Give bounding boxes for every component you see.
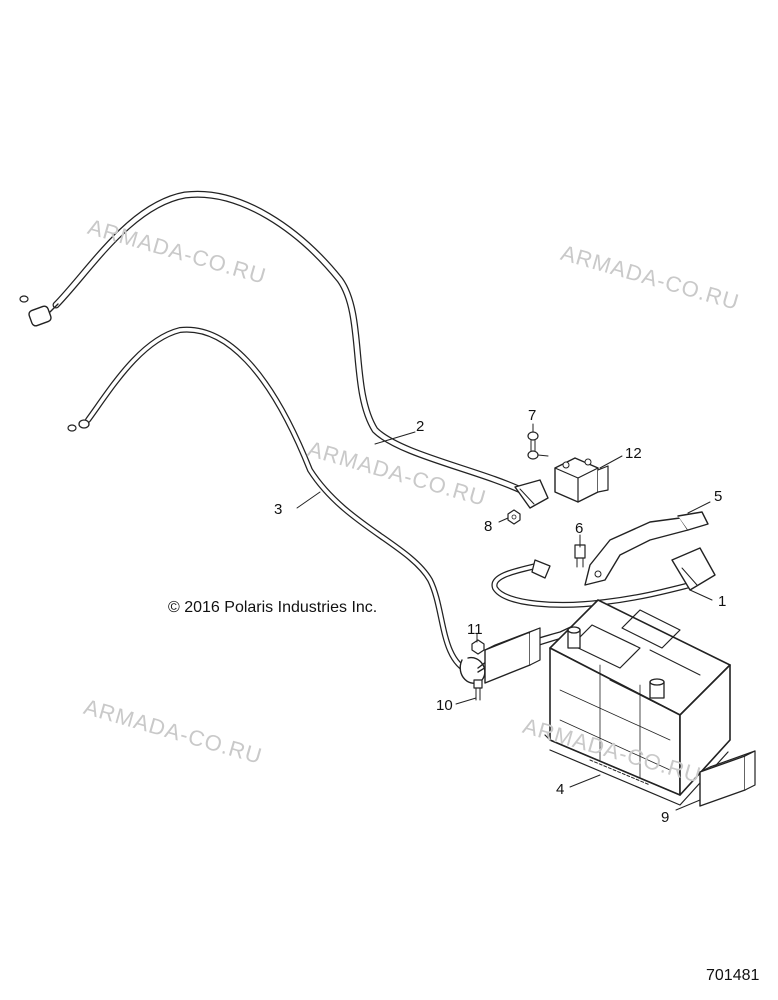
cable-3-left-terminal: [67, 419, 90, 432]
cable-1-boot: [671, 547, 716, 591]
pad-9-rear: [484, 627, 541, 684]
cable-3: [67, 326, 576, 684]
nut-11: [471, 639, 485, 655]
callout-11: 11: [467, 621, 483, 638]
callout-2: 2: [416, 418, 425, 435]
callout-10: 10: [436, 697, 453, 714]
cable-2: [19, 190, 549, 509]
bracket-5: [584, 511, 709, 586]
callout-8: 8: [484, 518, 493, 535]
nut-8: [507, 509, 521, 525]
callout-1: 1: [718, 593, 727, 610]
screw-7: [527, 431, 549, 460]
cable-2-left-terminal: [19, 295, 59, 327]
bolt-10: [473, 679, 483, 701]
solenoid-12: [554, 457, 609, 503]
callout-7: 7: [528, 407, 537, 424]
callout-4: 4: [556, 781, 565, 798]
pad-9: [699, 750, 756, 807]
callout-5: 5: [714, 488, 723, 505]
figure-number: 701481: [706, 967, 760, 984]
cable-1: [491, 547, 716, 608]
copyright-notice: © 2016 Polaris Industries Inc.: [168, 599, 378, 616]
cable-2-right-boot: [514, 479, 549, 509]
callout-12: 12: [625, 445, 642, 462]
bolt-6: [574, 544, 586, 568]
callout-9: 9: [661, 809, 670, 826]
battery-4: [544, 599, 731, 806]
callout-3: 3: [274, 501, 283, 518]
callout-6: 6: [575, 520, 584, 537]
leader-lines: [296, 423, 713, 811]
